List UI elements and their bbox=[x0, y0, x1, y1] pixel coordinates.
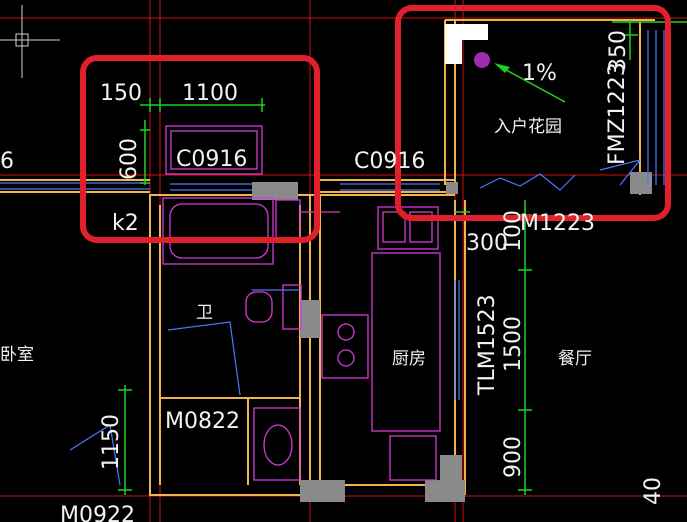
dim-1150: 1150 bbox=[99, 414, 124, 470]
label-tlm1523: TLM1523 bbox=[475, 294, 500, 396]
dim-900: 900 bbox=[501, 436, 526, 478]
room-dining: 餐厅 bbox=[558, 349, 592, 369]
dim-350: 350 bbox=[606, 30, 631, 72]
column bbox=[445, 24, 488, 64]
dim-600: 600 bbox=[117, 138, 142, 180]
label-c0916-left: C0916 bbox=[176, 147, 247, 172]
dim-1100: 1100 bbox=[182, 81, 238, 106]
label-fmz1223: FMZ1223 bbox=[605, 62, 630, 165]
label-m0922: M0922 bbox=[60, 503, 135, 522]
wall-fills bbox=[252, 172, 652, 502]
label-c0916-right: C0916 bbox=[354, 149, 425, 174]
highlight-box-window bbox=[80, 55, 320, 243]
windows bbox=[0, 30, 665, 486]
room-kitchen: 厨房 bbox=[392, 349, 426, 369]
label-m1223: M1223 bbox=[520, 211, 595, 236]
dim-100: 100 bbox=[501, 210, 526, 252]
dim-150: 150 bbox=[100, 81, 142, 106]
label-slope: 1% bbox=[522, 61, 557, 86]
label-m0822: M0822 bbox=[165, 409, 240, 434]
edge-6: 6 bbox=[0, 149, 14, 174]
dim-1500: 1500 bbox=[501, 316, 526, 372]
floor-drain bbox=[474, 52, 490, 68]
dim-300: 300 bbox=[466, 231, 508, 256]
room-entry-garden: 入户花园 bbox=[494, 117, 562, 137]
highlight-box-garden bbox=[395, 5, 671, 221]
dimension-lines bbox=[118, 20, 687, 495]
slope-arrow-head bbox=[494, 63, 510, 73]
highlight-boxes bbox=[80, 5, 671, 243]
cursor-crosshair bbox=[0, 5, 60, 78]
room-bedroom: 卧室 bbox=[0, 345, 34, 365]
dim-40: 40 bbox=[641, 477, 666, 505]
room-toilet: 卫 bbox=[196, 303, 213, 323]
label-k2: k2 bbox=[112, 211, 139, 236]
fixtures bbox=[162, 125, 441, 481]
